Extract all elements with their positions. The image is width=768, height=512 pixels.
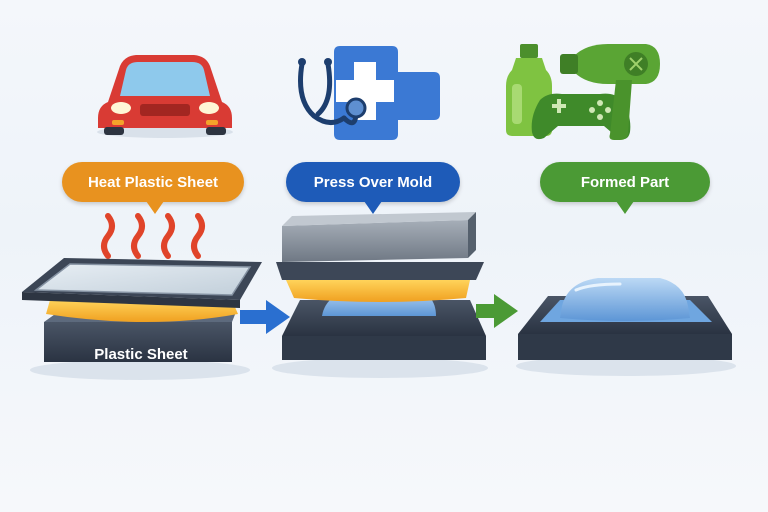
game-controller-icon: [531, 93, 631, 140]
plastic-sheet-frame: [22, 258, 262, 380]
hair-dryer-icon: [560, 44, 660, 140]
step-heat-label: Heat Plastic Sheet: [62, 162, 244, 214]
arrow-right-icon: [240, 300, 290, 334]
stethoscope-icon: [298, 58, 367, 126]
step-formed-label: Formed Part: [540, 162, 710, 214]
heat-waves-icon: [101, 213, 205, 259]
step-press-label: Press Over Mold: [286, 162, 460, 214]
car-icon: [97, 55, 233, 138]
arrow-right-icon: [476, 294, 518, 328]
plastic-sheet-label: Plastic Sheet: [94, 345, 188, 363]
press-mold-assembly: [272, 212, 488, 378]
medical-cross-icon: [334, 46, 440, 140]
formed-part: [516, 278, 736, 376]
